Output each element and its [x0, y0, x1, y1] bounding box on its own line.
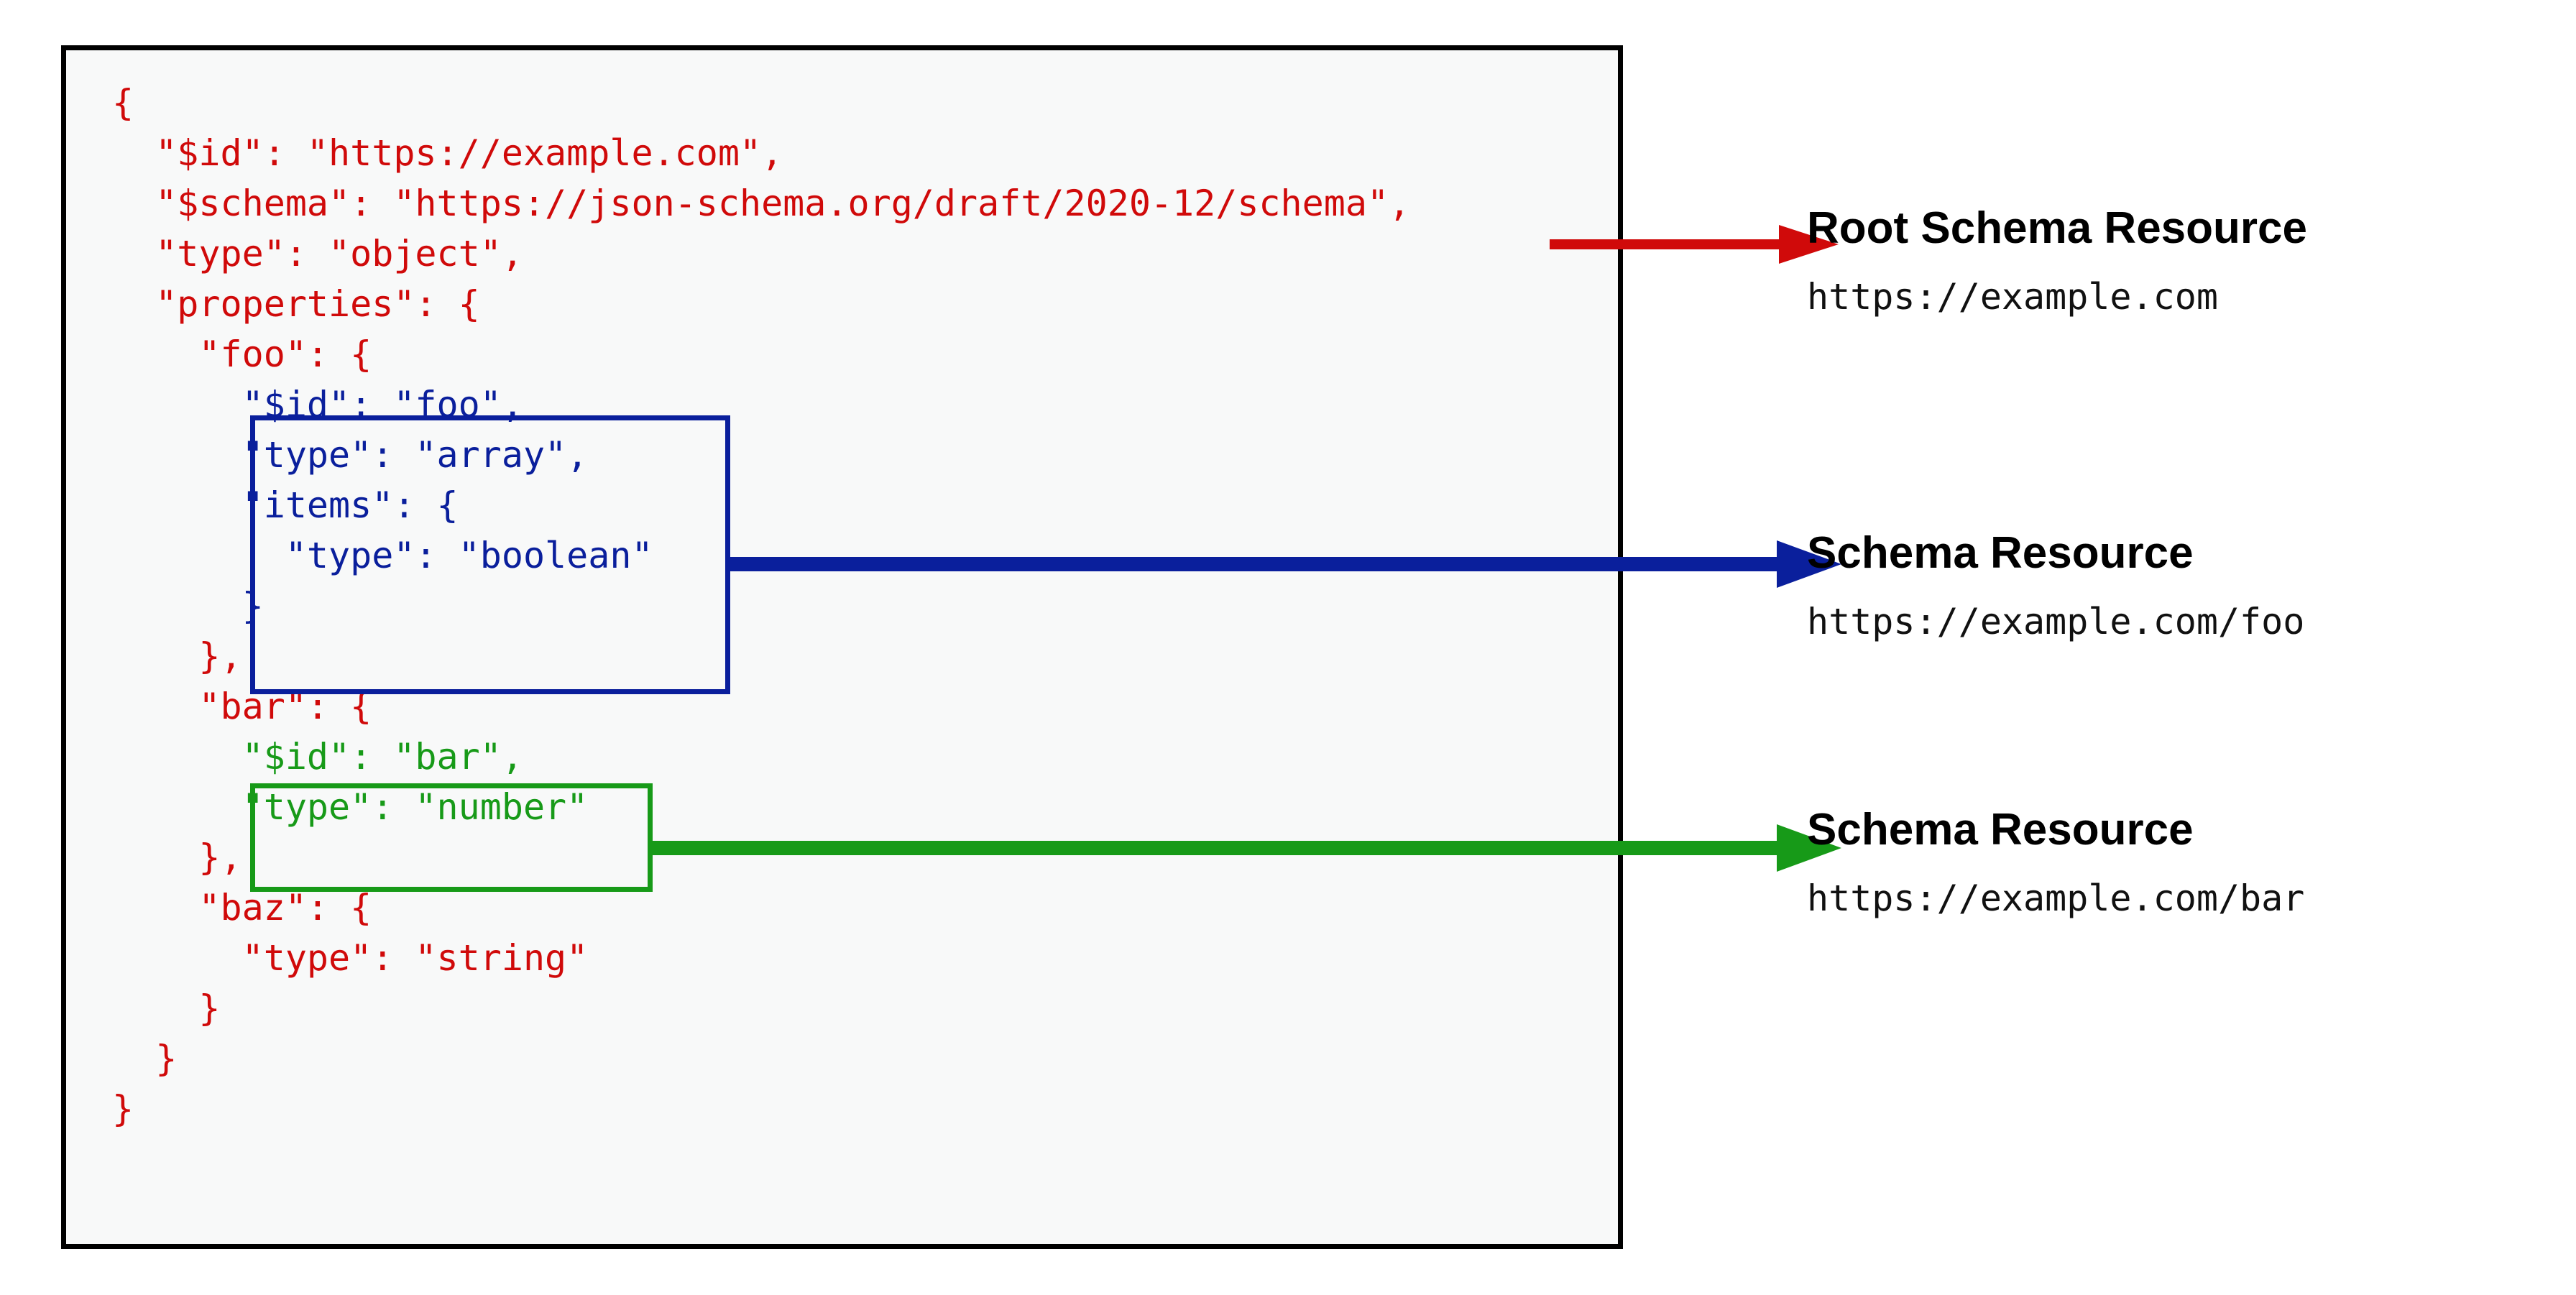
annotation-title: Schema Resource [1807, 805, 2194, 854]
code-line: "$schema": "https://json-schema.org/draf… [112, 183, 1411, 224]
annotation-title: Schema Resource [1807, 528, 2194, 578]
code-line: "items": { [112, 484, 459, 526]
annotation-uri: https://example.com [1807, 276, 2218, 318]
foo-schema-arrow [730, 540, 1841, 588]
code-panel: { "$id": "https://example.com", "$schema… [61, 45, 1623, 1249]
code-line: "type": "number" [112, 786, 589, 828]
code-line: "type": "object", [112, 233, 523, 275]
annotation-foo-schema-resource: Schema Resource https://example.com/foo [1807, 528, 2304, 643]
code-line: "$id": "https://example.com", [112, 132, 783, 174]
code-line: "baz": { [112, 887, 372, 928]
code-line: "bar": { [112, 686, 372, 727]
code-line: "$id": "bar", [112, 736, 523, 778]
annotation-title: Root Schema Resource [1807, 203, 2307, 253]
code-line: } [112, 987, 221, 1029]
code-line: "type": "boolean" [112, 535, 653, 576]
code-line: "type": "array", [112, 434, 589, 476]
code-line: } [112, 1038, 178, 1079]
annotation-uri: https://example.com/foo [1807, 601, 2305, 642]
code-line: "properties": { [112, 283, 480, 325]
code-line: }, [112, 635, 242, 677]
root-schema-arrow [1550, 225, 1839, 264]
annotation-bar-schema-resource: Schema Resource https://example.com/bar [1807, 805, 2304, 920]
json-schema-code-listing: { "$id": "https://example.com", "$schema… [112, 78, 1410, 1134]
bar-schema-arrow [651, 824, 1841, 872]
code-line: "foo": { [112, 333, 372, 375]
code-line: { [112, 82, 134, 124]
code-line: "type": "string" [112, 937, 589, 979]
code-line: }, [112, 837, 242, 878]
annotation-uri: https://example.com/bar [1807, 877, 2305, 919]
code-line: } [112, 1088, 134, 1130]
code-line: "$id": "foo", [112, 384, 523, 425]
annotation-root-schema-resource: Root Schema Resource https://example.com [1807, 203, 2307, 318]
